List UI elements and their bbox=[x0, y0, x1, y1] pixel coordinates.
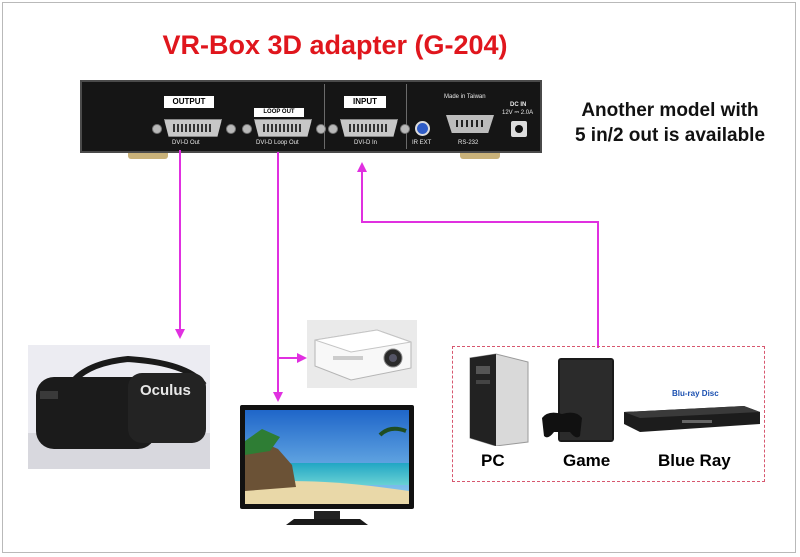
screw bbox=[242, 124, 252, 134]
panel-divider bbox=[324, 84, 325, 149]
screw bbox=[226, 124, 236, 134]
bluray-picture: Blu-ray Disc bbox=[622, 378, 762, 434]
dvi-out-caption: DVI-D Out bbox=[172, 140, 200, 146]
screw bbox=[400, 124, 410, 134]
dc-in-caption: DC IN bbox=[510, 102, 527, 108]
availability-note: Another model with 5 in/2 out is availab… bbox=[555, 98, 785, 148]
diagram-title: VR-Box 3D adapter (G-204) bbox=[162, 30, 508, 60]
output-label: OUTPUT bbox=[164, 96, 214, 108]
rs232-port bbox=[446, 115, 494, 133]
screw bbox=[152, 124, 162, 134]
source-label-game: Game bbox=[563, 451, 611, 470]
pc-tower-icon bbox=[469, 353, 529, 447]
adapter-device: OUTPUT LOOP OUT INPUT DVI-D Out DVI-D Lo… bbox=[80, 80, 542, 153]
projector-icon bbox=[314, 329, 412, 381]
dvi-loop-out-caption: DVI-D Loop Out bbox=[256, 140, 299, 146]
game-picture bbox=[540, 358, 618, 444]
screw bbox=[328, 124, 338, 134]
note-line-2: 5 in/2 out is available bbox=[574, 125, 766, 146]
vr-headset-icon: Oculus bbox=[28, 355, 210, 469]
sources-group bbox=[452, 346, 765, 482]
headset-brand: Oculus bbox=[140, 382, 191, 399]
device-foot-left bbox=[128, 153, 168, 159]
rs232-caption: RS-232 bbox=[458, 140, 479, 146]
made-in-caption: Made in Taiwan bbox=[444, 94, 486, 100]
source-label-pc: PC bbox=[481, 451, 505, 470]
bluray-player-icon: Blu-ray Disc bbox=[624, 389, 760, 432]
tv-icon bbox=[240, 405, 414, 525]
arrow-sources-to-input bbox=[357, 162, 599, 348]
screw bbox=[316, 124, 326, 134]
pc-picture bbox=[462, 352, 534, 447]
dvi-in-caption: DVI-D In bbox=[354, 140, 378, 146]
ir-ext-caption: IR EXT bbox=[412, 140, 432, 146]
loop-out-label: LOOP OUT bbox=[254, 108, 304, 117]
bluray-logo: Blu-ray Disc bbox=[672, 389, 719, 398]
dc-in-jack bbox=[511, 121, 527, 137]
projector-picture bbox=[307, 320, 417, 388]
game-console-icon bbox=[542, 358, 614, 442]
note-line-1: Another model with bbox=[581, 100, 759, 121]
tv-picture bbox=[240, 405, 414, 531]
panel-divider bbox=[406, 84, 407, 149]
vr-headset-picture: Oculus bbox=[28, 345, 210, 469]
input-label: INPUT bbox=[344, 96, 386, 108]
device-foot-right bbox=[460, 153, 500, 159]
source-label-bluray: Blue Ray bbox=[658, 451, 731, 470]
dc-spec-caption: 12V ⎓ 2.0A bbox=[502, 110, 534, 116]
ir-ext-port bbox=[415, 121, 430, 136]
